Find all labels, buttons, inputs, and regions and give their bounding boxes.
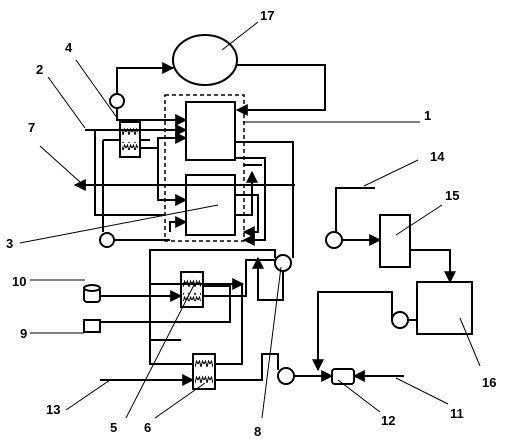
label-3: 3 <box>6 236 13 251</box>
label-7: 7 <box>28 120 35 135</box>
pump-top <box>109 93 125 109</box>
label-14: 14 <box>430 149 445 164</box>
reactor-1 <box>185 101 236 161</box>
label-8: 8 <box>254 424 261 439</box>
pump-16 <box>391 311 409 329</box>
label-11: 11 <box>450 406 464 421</box>
container-9 <box>83 319 101 333</box>
pump-12 <box>277 367 295 385</box>
label-16: 16 <box>482 375 496 390</box>
pump-8 <box>274 254 292 272</box>
tank-17 <box>172 34 238 86</box>
label-15: 15 <box>445 188 459 203</box>
label-6: 6 <box>144 420 151 435</box>
label-9: 9 <box>20 326 27 341</box>
label-2: 2 <box>36 62 43 77</box>
pump-left <box>99 232 115 248</box>
pump-14 <box>325 231 343 249</box>
label-13: 13 <box>46 402 60 417</box>
label-10: 10 <box>12 274 26 289</box>
tank-15 <box>379 214 411 268</box>
label-12: 12 <box>381 413 395 428</box>
label-5: 5 <box>110 420 117 435</box>
label-1: 1 <box>424 108 431 123</box>
label-4: 4 <box>65 40 73 55</box>
unit-12 <box>331 368 355 385</box>
label-17: 17 <box>260 8 274 23</box>
